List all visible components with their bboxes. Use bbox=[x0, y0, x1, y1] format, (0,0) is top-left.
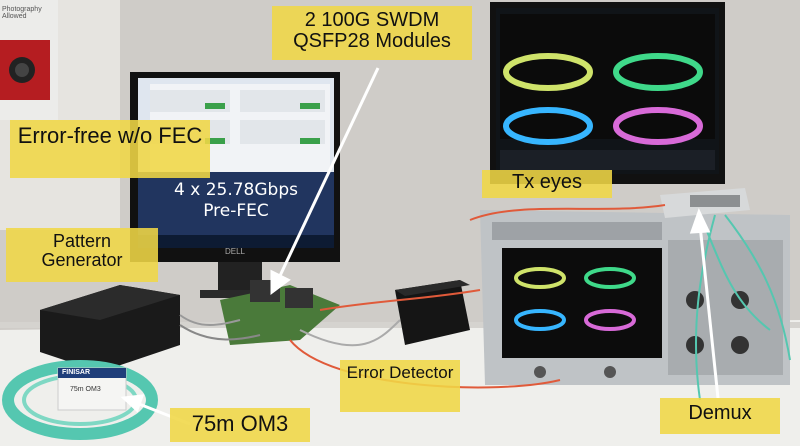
cables bbox=[179, 204, 791, 401]
spool-brand: FINISAR bbox=[62, 369, 90, 376]
label-error-free: Error-free w/o FEC bbox=[10, 120, 210, 178]
photography-poster bbox=[0, 0, 58, 120]
monitor-rate-text: 4 x 25.78Gbps Pre-FEC bbox=[138, 180, 334, 223]
label-pattern-generator: Pattern Generator bbox=[6, 228, 158, 282]
dell-monitor bbox=[130, 72, 340, 298]
poster-text: Photography Allowed bbox=[2, 6, 42, 20]
error-detector-box bbox=[395, 280, 470, 345]
spool-tag: 75m OM3 bbox=[70, 386, 101, 393]
om3-fiber-spool bbox=[2, 360, 158, 440]
pattern-generator-box bbox=[40, 285, 180, 372]
label-demux: Demux bbox=[660, 398, 780, 434]
label-error-detector: Error Detector bbox=[340, 360, 460, 412]
demux-module bbox=[660, 188, 750, 218]
label-swdm-modules: 2 100G SWDM QSFP28 Modules bbox=[272, 6, 472, 60]
sampling-oscilloscope bbox=[480, 210, 790, 385]
tx-eye-monitor bbox=[490, 2, 725, 184]
monitor-brand: DELL bbox=[224, 247, 245, 256]
label-fiber: 75m OM3 bbox=[170, 408, 310, 442]
annotation-arrows bbox=[120, 67, 720, 426]
monitor-fec-line: Pre-FEC bbox=[203, 201, 269, 222]
monitor-rate-line: 4 x 25.78Gbps bbox=[174, 180, 298, 200]
label-tx-eyes: Tx eyes bbox=[482, 170, 612, 198]
